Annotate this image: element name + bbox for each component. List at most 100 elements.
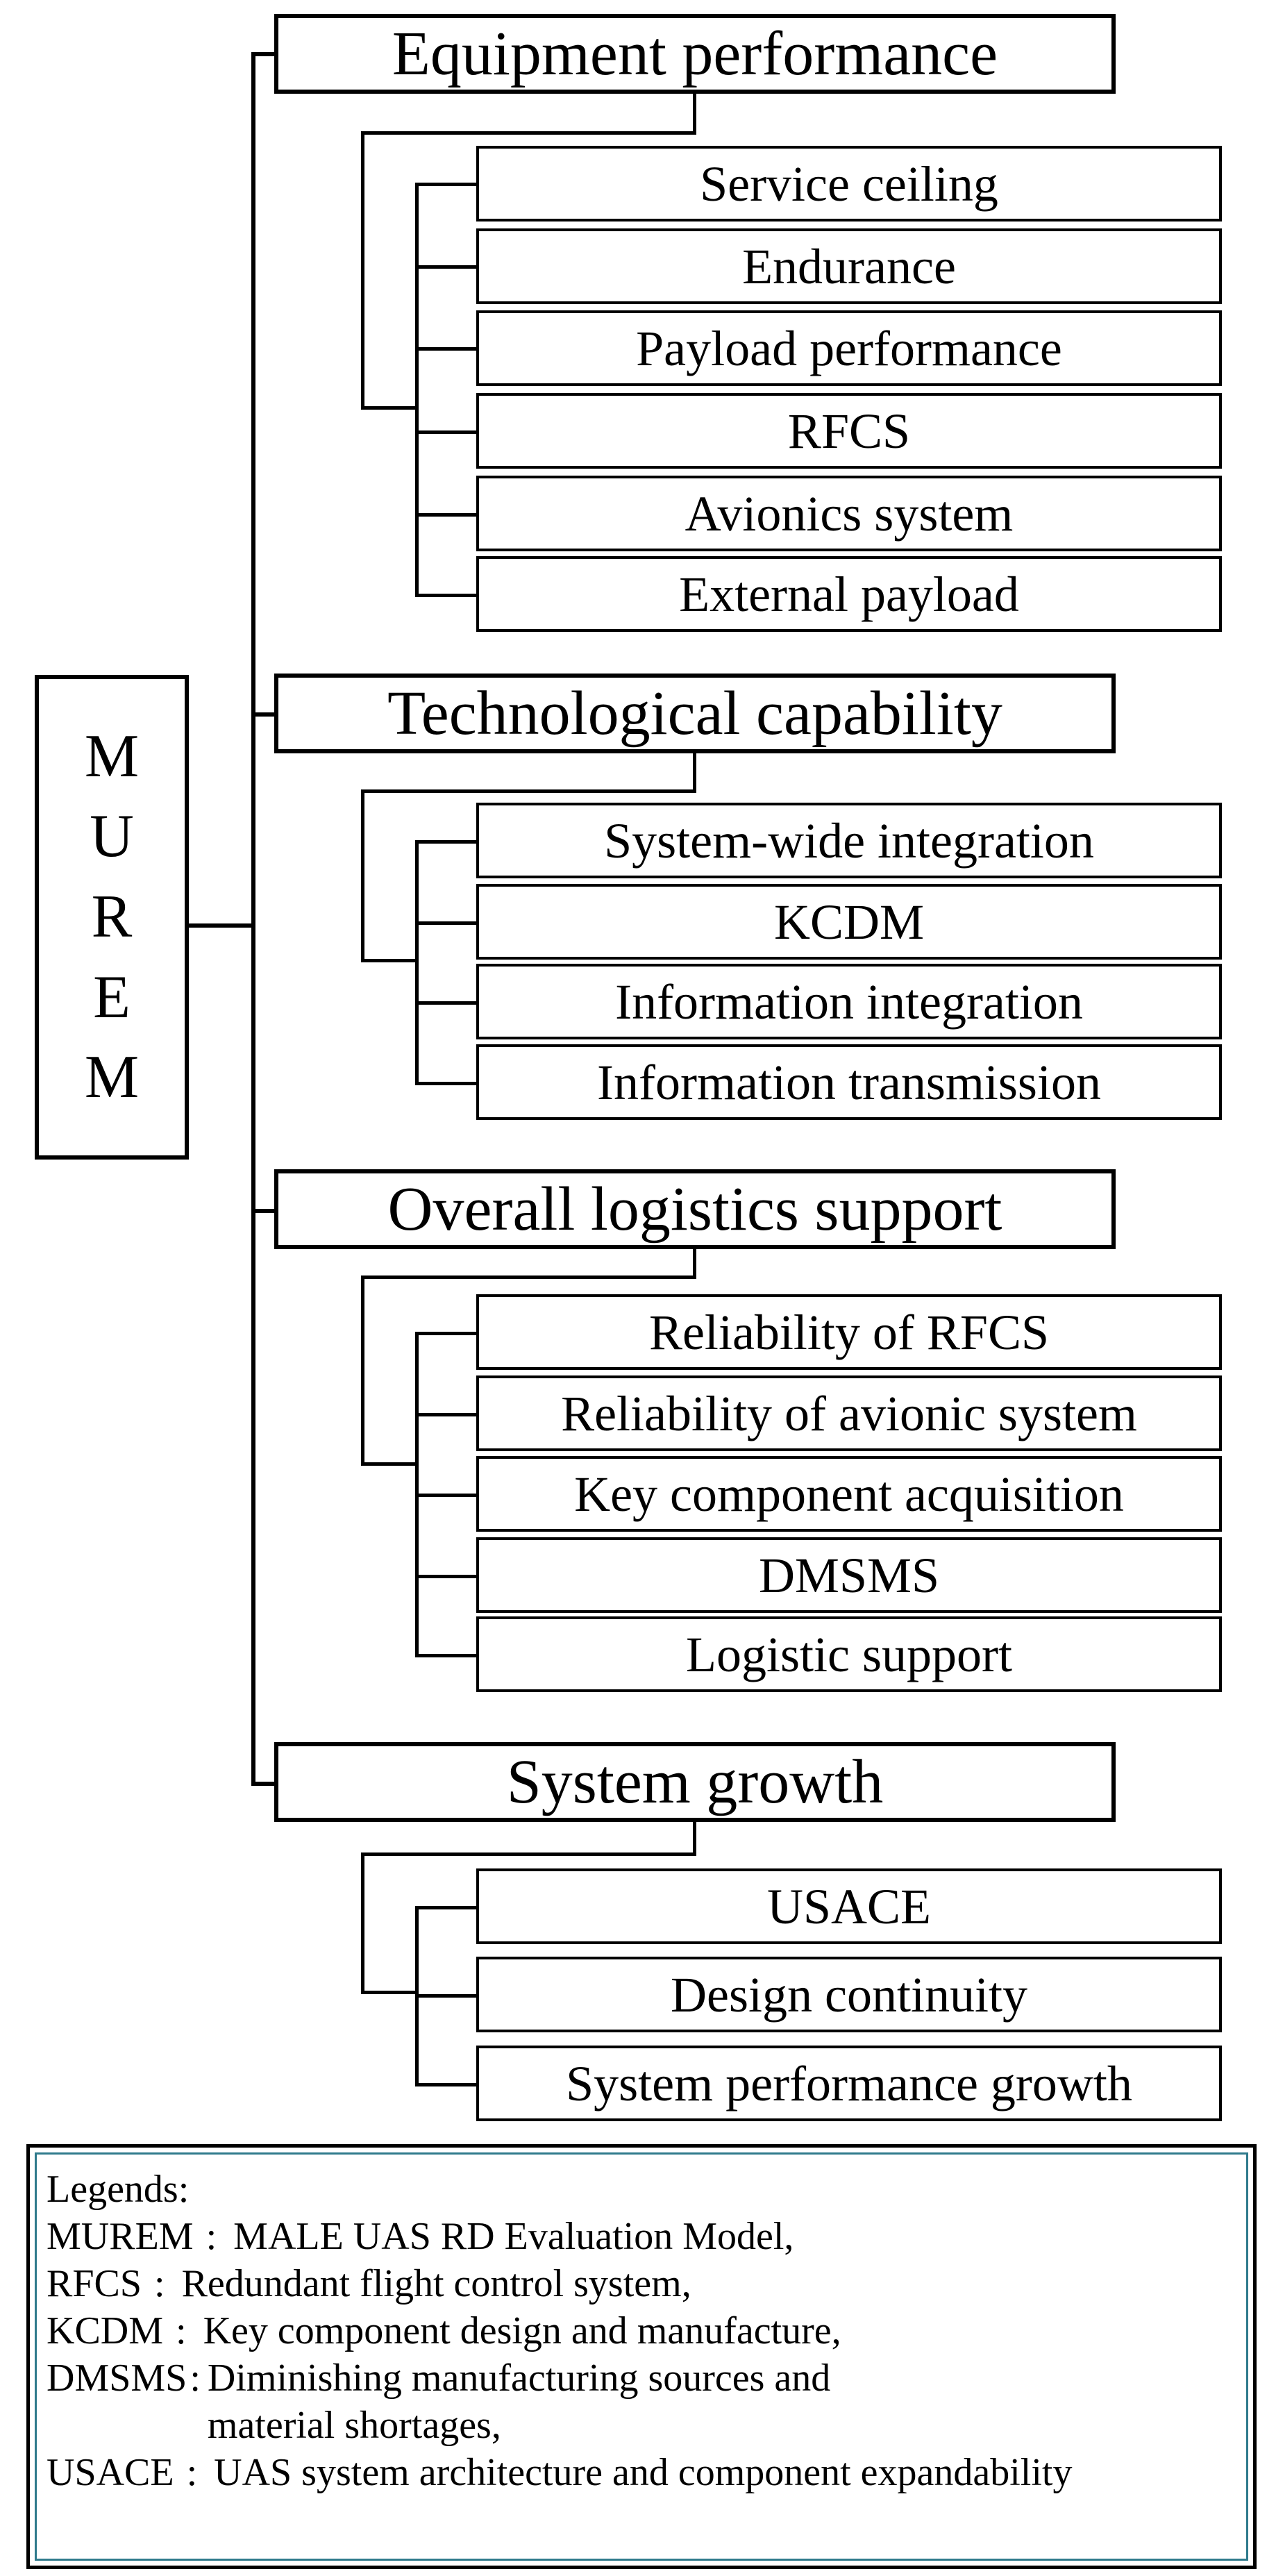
item-box: USACE	[476, 1868, 1222, 1944]
item-box: Reliability of RFCS	[476, 1294, 1222, 1370]
item-tick	[415, 1654, 479, 1657]
item-box: Information integration	[476, 964, 1222, 1039]
category-technological-capability: Technological capability	[274, 674, 1116, 753]
item-tick	[415, 347, 479, 351]
legend-entry: MUREM : MALE UAS RD Evaluation Model,	[47, 2213, 1236, 2260]
item-label: System performance growth	[566, 2055, 1132, 2111]
legend-term: DMSMS	[47, 2357, 187, 2400]
item-label: RFCS	[787, 403, 911, 459]
item-tick	[415, 2083, 479, 2086]
item-tick	[415, 1413, 479, 1416]
legend-definition: MALE UAS RD Evaluation Model,	[233, 2215, 794, 2258]
item-box: System-wide integration	[476, 803, 1222, 878]
main-spine	[251, 52, 255, 1786]
category-drop	[693, 1249, 696, 1278]
item-box: System performance growth	[476, 2046, 1222, 2121]
item-box: Payload performance	[476, 310, 1222, 386]
item-box: Key component acquisition	[476, 1456, 1222, 1532]
item-tick	[415, 1001, 479, 1005]
category-tick	[251, 712, 278, 717]
legend-separator: :	[190, 2357, 201, 2400]
item-label: Information integration	[615, 973, 1083, 1030]
item-tick	[415, 183, 479, 186]
root-letter: M	[84, 722, 140, 790]
item-tick	[415, 594, 479, 597]
legend-heading: Legends:	[47, 2168, 190, 2211]
category-tick	[251, 52, 278, 56]
legend-definition: Redundant flight control system,	[181, 2262, 691, 2305]
category-drop	[693, 94, 696, 134]
branch-vertical	[361, 1852, 364, 1993]
hierarchy-diagram: M U R E M Equipment performance Service …	[35, 14, 1222, 2121]
category-label: System growth	[506, 1747, 884, 1816]
legend-separator: :	[186, 2451, 198, 2494]
root-letter: U	[90, 803, 134, 871]
category-equipment-performance: Equipment performance	[274, 14, 1116, 94]
item-label: DMSMS	[758, 1547, 940, 1603]
item-label: USACE	[766, 1878, 932, 1934]
legend-entry: RFCS : Redundant flight control system,	[47, 2260, 1236, 2307]
item-box: Logistic support	[476, 1616, 1222, 1692]
legend-separator: :	[154, 2262, 165, 2305]
item-tick	[415, 430, 479, 434]
item-spine	[415, 840, 419, 1085]
item-label: Endurance	[742, 238, 956, 294]
category-tick	[251, 1782, 278, 1786]
item-label: External payload	[679, 566, 1019, 622]
category-branch	[361, 789, 696, 793]
item-label: Avionics system	[685, 485, 1014, 542]
category-label: Overall logistics support	[387, 1174, 1002, 1244]
branch-vertical	[361, 789, 364, 962]
root-letter: R	[91, 883, 133, 951]
item-label: Reliability of RFCS	[648, 1304, 1050, 1360]
item-box: Information transmission	[476, 1044, 1222, 1120]
item-label: Service ceiling	[700, 156, 998, 212]
item-box: RFCS	[476, 393, 1222, 469]
root-letter: E	[93, 963, 131, 1031]
legend-box: Legends: MUREM : MALE UAS RD Evaluation …	[26, 2144, 1257, 2569]
legend-definition: Diminishing manufacturing sources and ma…	[207, 2357, 831, 2447]
item-tick	[415, 513, 479, 517]
item-tick	[415, 1575, 479, 1578]
item-spine	[415, 183, 419, 596]
legend-separator: :	[176, 2309, 187, 2352]
root-letter: M	[84, 1044, 140, 1112]
legend-term: RFCS	[47, 2262, 142, 2305]
item-label: Information transmission	[597, 1054, 1101, 1110]
item-label: Logistic support	[686, 1626, 1012, 1682]
item-tick	[415, 1994, 479, 1998]
item-label: Reliability of avionic system	[561, 1385, 1137, 1441]
item-tick	[415, 1082, 479, 1085]
item-box: Service ceiling	[476, 146, 1222, 221]
item-tick	[415, 840, 479, 844]
item-box: KCDM	[476, 884, 1222, 960]
item-label: System-wide integration	[604, 812, 1094, 869]
branch-link	[361, 406, 419, 410]
item-box: External payload	[476, 556, 1222, 632]
item-label: Payload performance	[636, 320, 1062, 376]
branch-link	[361, 959, 419, 962]
legend-term: KCDM	[47, 2309, 164, 2352]
item-tick	[415, 1906, 479, 1909]
item-box: Reliability of avionic system	[476, 1375, 1222, 1451]
branch-vertical	[361, 131, 364, 409]
category-label: Equipment performance	[392, 19, 998, 88]
root-connector	[189, 923, 255, 928]
category-drop	[693, 753, 696, 792]
category-branch	[361, 131, 696, 135]
category-system-growth: System growth	[274, 1742, 1116, 1822]
legend-term: USACE	[47, 2451, 174, 2494]
item-tick	[415, 265, 479, 269]
category-branch	[361, 1852, 696, 1856]
item-tick	[415, 1494, 479, 1497]
category-label: Technological capability	[387, 678, 1002, 748]
category-tick	[251, 1209, 278, 1213]
item-box: DMSMS	[476, 1537, 1222, 1613]
legend-entry: USACE : UAS system architecture and comp…	[47, 2449, 1236, 2496]
category-branch	[361, 1276, 696, 1279]
legend-term: MUREM	[47, 2215, 194, 2258]
item-box: Design continuity	[476, 1957, 1222, 2032]
legend-content: Legends: MUREM : MALE UAS RD Evaluation …	[35, 2152, 1248, 2561]
item-label: Key component acquisition	[574, 1466, 1124, 1522]
branch-link	[361, 1462, 419, 1466]
